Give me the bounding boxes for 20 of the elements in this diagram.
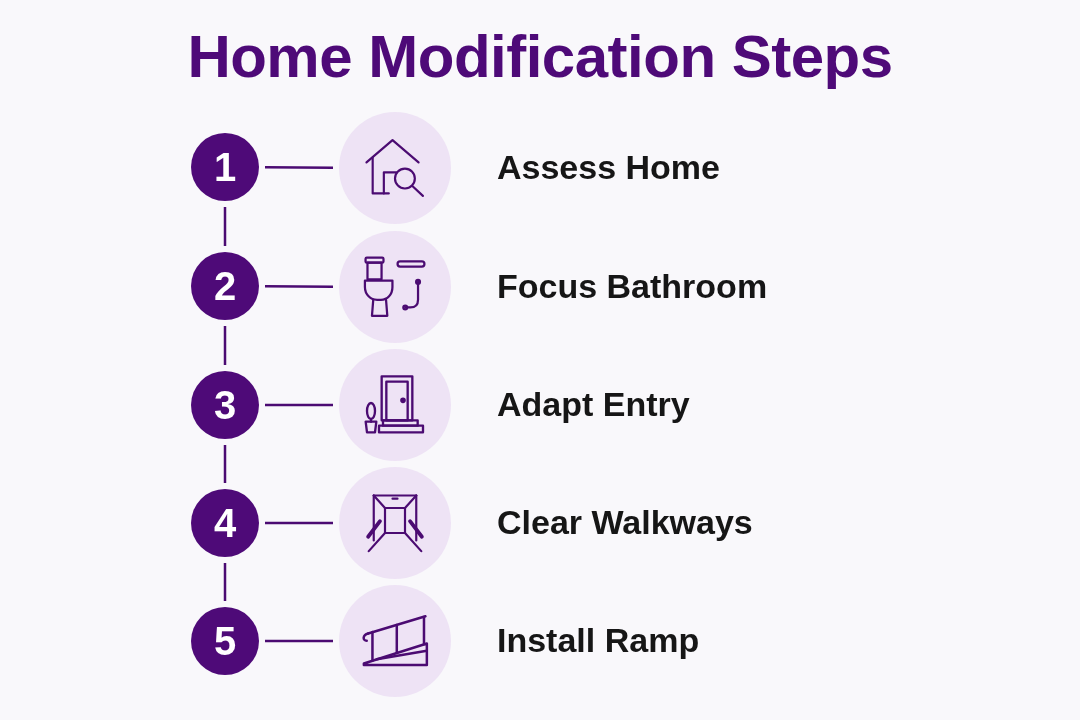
connector-line (223, 563, 227, 601)
step-number-badge: 5 (191, 607, 259, 675)
title: Home Modification Steps (187, 24, 893, 90)
step-label: Assess Home (497, 148, 720, 188)
connector-line (223, 326, 227, 365)
step-label: Adapt Entry (497, 385, 690, 425)
connector-line (265, 166, 333, 169)
step-number-badge: 2 (191, 252, 259, 320)
step-label: Focus Bathroom (497, 267, 768, 307)
connector-line (223, 207, 227, 246)
step-number-badge: 1 (191, 133, 259, 201)
step-number-badge: 4 (191, 489, 259, 557)
connector-line (265, 403, 333, 407)
connector-line (265, 639, 333, 643)
connector-line (223, 445, 227, 483)
step-number-badge: 3 (191, 371, 259, 439)
connector-line (265, 285, 333, 288)
step-label: Clear Walkways (497, 503, 753, 543)
connector-line (265, 521, 333, 525)
step-label: Install Ramp (497, 621, 700, 661)
